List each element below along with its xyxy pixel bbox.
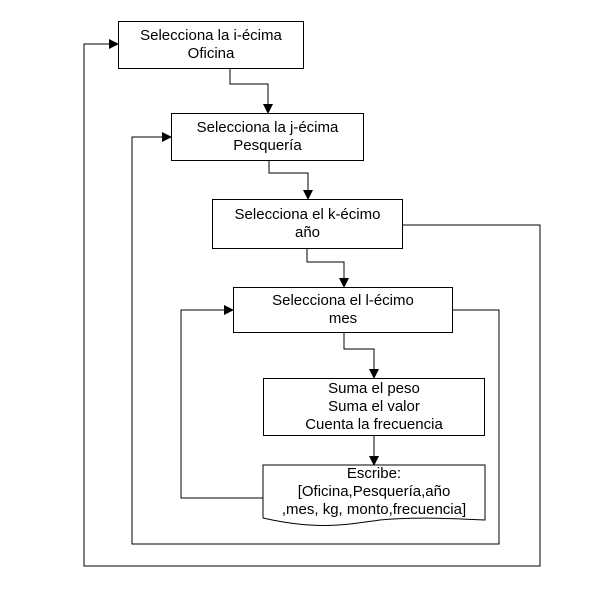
- node-sum-and-count: Suma el peso Suma el valor Cuenta la fre…: [263, 378, 485, 436]
- node-select-anio: Selecciona el k-écimo año: [212, 199, 403, 249]
- node-select-oficina-line-1: Selecciona la i-écima: [140, 27, 282, 44]
- node-select-pesqueria: Selecciona la j-écima Pesquería: [171, 113, 364, 161]
- loop-edge-mes-to-pesqueria: [131, 132, 500, 545]
- node-select-mes: Selecciona el l-écimo mes: [233, 287, 453, 333]
- node-select-anio-line-2: año: [294, 224, 321, 241]
- node-write-output: Escribe: [Oficina,Pesquería,año ,mes, kg…: [263, 465, 485, 521]
- flow-edge-mes-to-suma: [343, 333, 379, 379]
- node-select-mes-line-1: Selecciona el l-écimo: [272, 292, 414, 309]
- node-select-oficina-line-2: Oficina: [187, 45, 235, 62]
- node-sum-and-count-line-1: Suma el peso: [328, 380, 420, 397]
- node-select-oficina: Selecciona la i-écima Oficina: [118, 21, 304, 69]
- node-select-anio-line-1: Selecciona el k-écimo: [234, 206, 381, 223]
- node-write-output-line-3: ,mes, kg, monto,frecuencia]: [281, 501, 467, 518]
- flow-edge-pesqueria-to-anio: [268, 161, 313, 200]
- node-select-pesqueria-line-1: Selecciona la j-écima: [196, 119, 339, 136]
- node-write-output-line-1: Escribe:: [346, 465, 402, 482]
- node-select-mes-line-2: mes: [328, 310, 358, 327]
- node-sum-and-count-line-2: Suma el valor: [328, 398, 420, 415]
- node-sum-and-count-line-3: Cuenta la frecuencia: [305, 416, 443, 433]
- loop-edge-anio-to-oficina: [83, 39, 541, 567]
- node-select-pesqueria-line-2: Pesquería: [233, 137, 302, 154]
- document-shape-escribe: [262, 464, 486, 526]
- flow-edge-oficina-to-pesqueria: [229, 69, 273, 114]
- node-write-output-line-2: [Oficina,Pesquería,año: [297, 483, 451, 500]
- loop-edge-escribe-to-mes: [180, 305, 263, 499]
- flow-edge-anio-to-mes: [306, 249, 349, 288]
